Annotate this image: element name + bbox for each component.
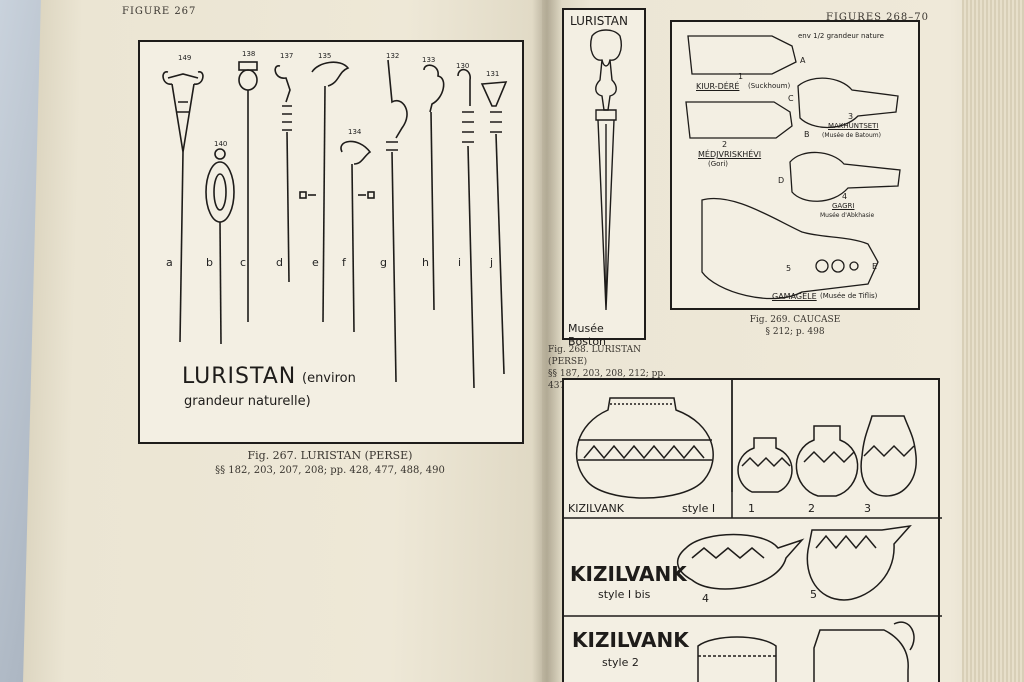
caption-title: Fig. 269. CAUCASE [749,315,841,325]
axe-number: 3 [848,112,854,121]
dagger-museum-label: Musée Boston [568,322,607,348]
figure-title-line2: grandeur naturelle) [184,394,311,409]
axe-site-name: MAKHUNTSETI [828,122,879,130]
axe-letter: A [800,56,806,65]
axe-letter: C [788,94,794,103]
pin-number: 140 [214,140,228,148]
pin-number: 135 [318,52,332,60]
kizilvank-pottery-drawing [564,380,942,682]
pin-letter: b [206,256,213,269]
figure-267-caption: Fig. 267. LURISTAN (PERSE) §§ 182, 203, … [180,448,480,478]
pin-number: 137 [280,52,294,60]
pin-letter: f [342,256,346,269]
jug-number: 5 [810,588,817,601]
figure-title: LURISTAN [182,364,297,389]
dagger-drawing [590,29,622,311]
pin-letter: g [380,256,387,269]
pin-number: 133 [422,56,436,64]
right-page-header: FIGURES 268–70 [826,12,929,23]
caption-refs: § 212; p. 498 [765,327,825,337]
pin-number: 134 [348,128,362,136]
row2-style: style I bis [598,588,651,601]
figure-269-caption: Fig. 269. CAUCASE § 212; p. 498 [720,314,870,338]
luristan-pins-drawing [162,59,508,389]
pin-letter: j [490,256,494,269]
pin-letter: c [240,256,247,269]
axe-number: 4 [842,192,848,201]
row1-style: style I [682,502,716,515]
left-page-header: FIGURE 267 [122,6,197,17]
caucasus-axes-drawing [685,35,901,300]
figure-270-plate: KIZILVANK style I 1 2 3 KIZILVANK style … [562,378,942,682]
scale-note: env 1/2 grandeur nature [798,32,884,40]
axe-number: 5 [786,264,792,273]
axe-number: 2 [722,140,728,149]
axe-site-name: KIUR-DÉRÉ [696,82,740,91]
axe-site-name: GAGRI [832,202,855,210]
pin-letter: h [422,256,429,269]
axe-letter: E [872,262,878,271]
axe-site-note: (Musée de Batoum) [822,132,881,139]
row3-style: style 2 [602,656,639,669]
axe-number: 1 [738,72,744,81]
pin-number: 138 [242,50,256,58]
row1-label: KIZILVANK [568,502,624,515]
caption-title: Fig. 268. LURISTAN (PERSE) [548,345,641,367]
jar-number: 3 [864,502,871,515]
axe-letter: B [804,130,810,139]
pin-number: 130 [456,62,470,70]
bowl-number: 4 [702,592,709,605]
row3-label: KIZILVANK [572,628,689,652]
pin-letter: e [312,256,319,269]
pin-letter: d [276,256,283,269]
pin-number: 131 [486,70,500,78]
axe-site-note: (Gori) [708,160,728,168]
axe-letter: D [778,176,785,185]
caption-refs: §§ 182, 203, 207, 208; pp. 428, 477, 488… [215,465,445,476]
figure-title-suffix: (environ [302,371,356,386]
figure-269-plate: env 1/2 grandeur nature A B C D E 1 KIUR… [670,20,920,310]
pin-letter: i [458,256,462,269]
jar-number: 2 [808,502,815,515]
axe-site-name: MÉDJVRISKHÉVI [698,150,762,159]
axe-site-name: GAMAGELE [772,292,817,301]
axe-site-note: (Musée de Tiflis) [820,292,878,300]
axe-site-note: (Suckhoum) [748,82,791,90]
figure-267-plate: 149 140 138 137 135 134 132 133 130 131 … [138,40,524,444]
pin-number: 132 [386,52,400,60]
jar-number: 1 [748,502,755,515]
figure-268-plate: LURISTAN Musée Boston [562,8,646,348]
row2-label: KIZILVANK [570,562,687,586]
caption-title: Fig. 267. LURISTAN (PERSE) [247,449,413,462]
dagger-top-label: LURISTAN [570,14,628,28]
pin-number: 149 [178,54,192,62]
axe-site-note: Musée d'Abkhasie [820,212,875,219]
pin-letter: a [166,256,173,269]
book-gutter [532,0,562,682]
page-edges [962,0,1024,682]
